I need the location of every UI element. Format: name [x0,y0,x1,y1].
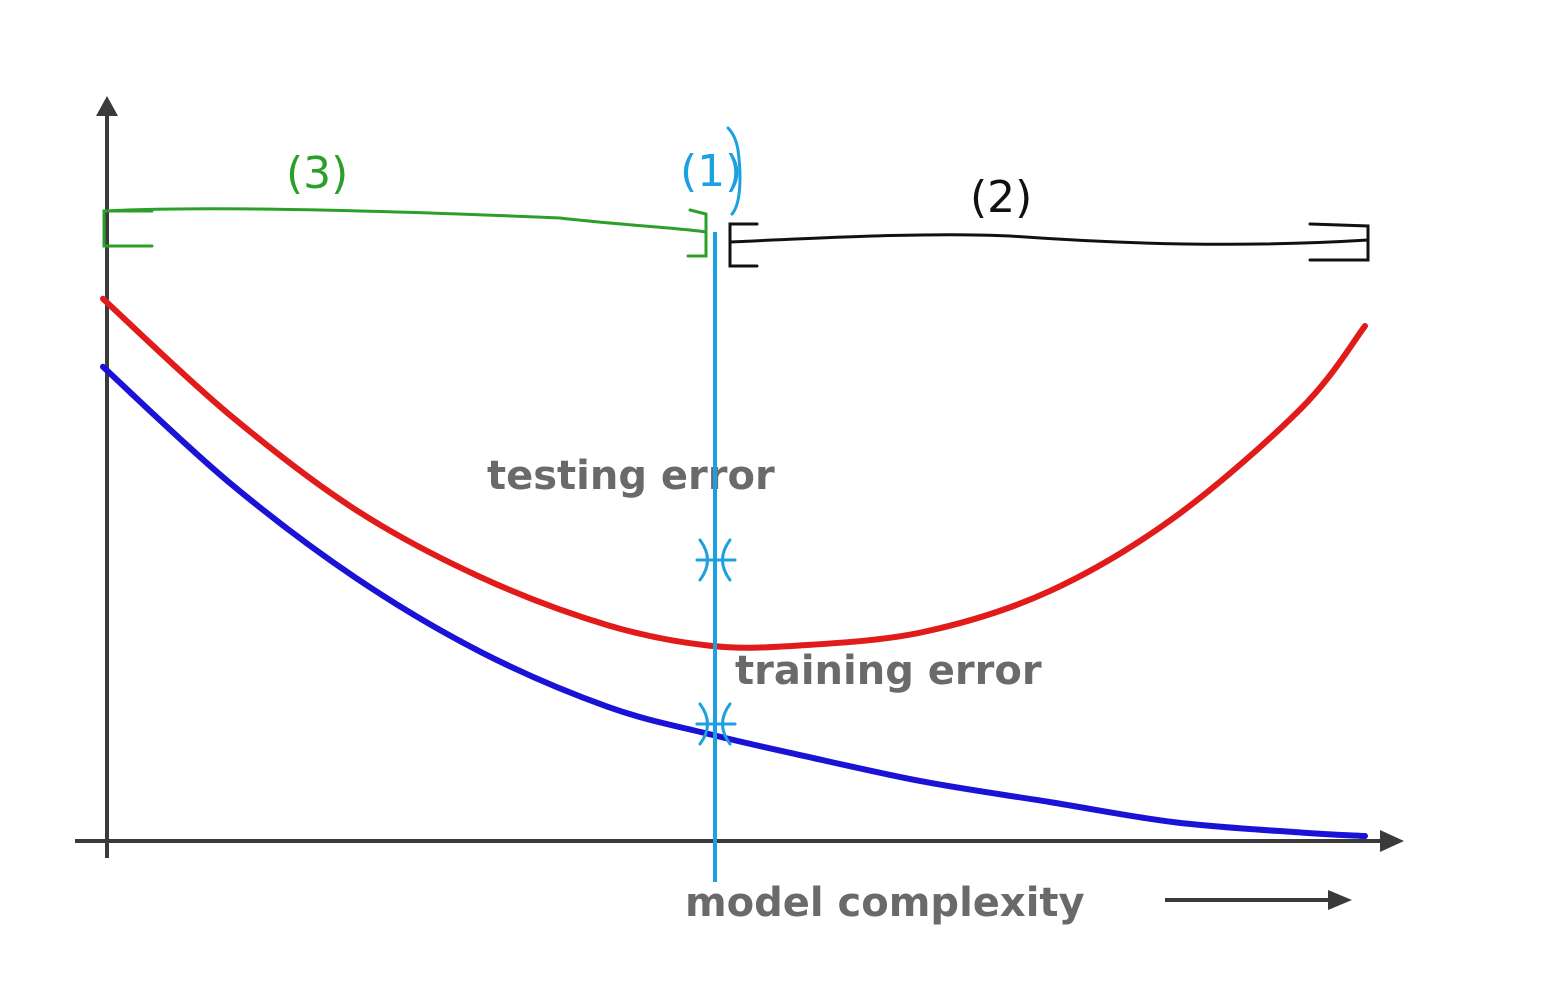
series-line-training-error [100,363,1368,839]
bracket-3 [102,207,708,258]
axes [75,96,1404,858]
x-axis-label: model complexity [685,880,1085,926]
x-axis-arrow [1380,830,1404,852]
series-label-testing-error: testing error [487,453,775,499]
intersection-mark-testing [695,538,737,582]
annotation-label-1: (1) [680,146,742,197]
annotation-label-2: (2) [970,172,1032,223]
series-layer [100,295,1368,839]
line-cap-1 [726,126,742,216]
series-label-training-error: training error [735,648,1042,694]
bracket-2 [728,222,1370,268]
x-axis-label-arrow [1165,890,1352,910]
intersection-mark-training [695,702,737,746]
series-line-testing-error [100,295,1368,651]
y-axis-arrow [96,96,118,116]
annotation-layer: (3) (2) (1) [102,126,1370,882]
annotation-label-3: (3) [286,148,348,199]
